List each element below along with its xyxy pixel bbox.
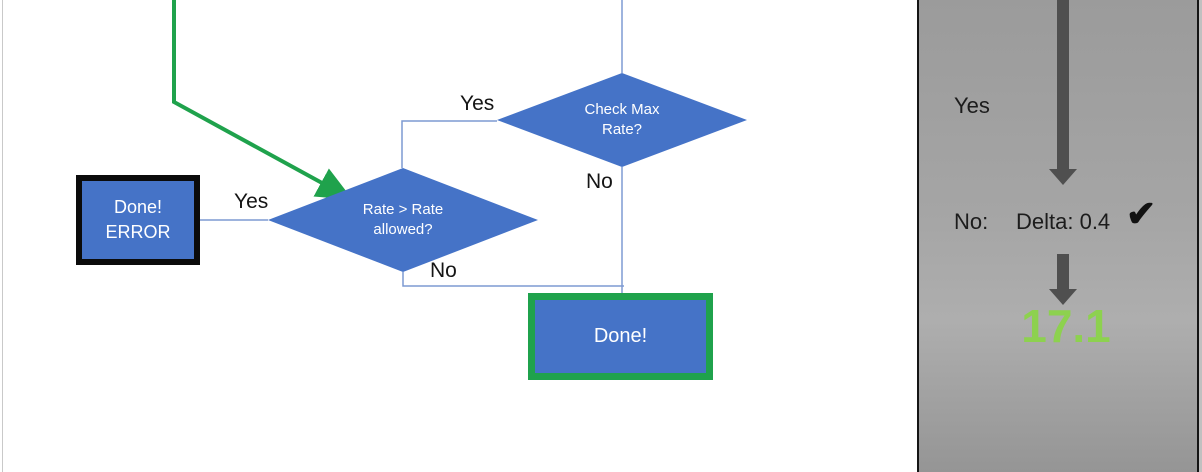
panel-delta-value: Delta: 0.4 xyxy=(1016,209,1111,234)
decision-check-max-rate[interactable]: Check Max Rate? xyxy=(497,73,747,167)
small-down-arrow-head-icon xyxy=(1049,289,1077,305)
terminal-done-error-label: Done! ERROR xyxy=(105,196,171,242)
down-arrow-head-icon xyxy=(1049,169,1077,185)
result-value: 17.1 xyxy=(1021,300,1111,352)
terminal-done-error[interactable]: Done! ERROR xyxy=(76,175,200,265)
checkmark-icon: ✔ xyxy=(1126,193,1157,234)
edge-label-rate-no: No xyxy=(430,259,457,282)
panel-edge-strip xyxy=(1199,0,1202,472)
connector-check-max-yes xyxy=(401,120,497,168)
decision-check-max-rate-label: Check Max Rate? xyxy=(584,100,660,138)
terminal-done-label: Done! xyxy=(593,325,648,347)
decision-rate-allowed-label: Rate > Rate allowed? xyxy=(362,200,444,238)
terminal-done[interactable]: Done! xyxy=(528,293,713,380)
green-flow-arrow xyxy=(172,0,353,200)
page-edge-line xyxy=(2,0,3,472)
panel-no-label: No: xyxy=(954,209,989,234)
edge-label-rate-yes: Yes xyxy=(234,190,269,213)
edge-label-check-max-yes: Yes xyxy=(460,92,495,115)
small-down-arrow-icon xyxy=(1057,254,1069,289)
panel-yes-label: Yes xyxy=(954,93,990,118)
down-arrow-icon xyxy=(1057,0,1069,169)
edge-label-check-max-no: No xyxy=(586,170,613,193)
decision-rate-allowed[interactable]: Rate > Rate allowed? xyxy=(268,168,538,272)
